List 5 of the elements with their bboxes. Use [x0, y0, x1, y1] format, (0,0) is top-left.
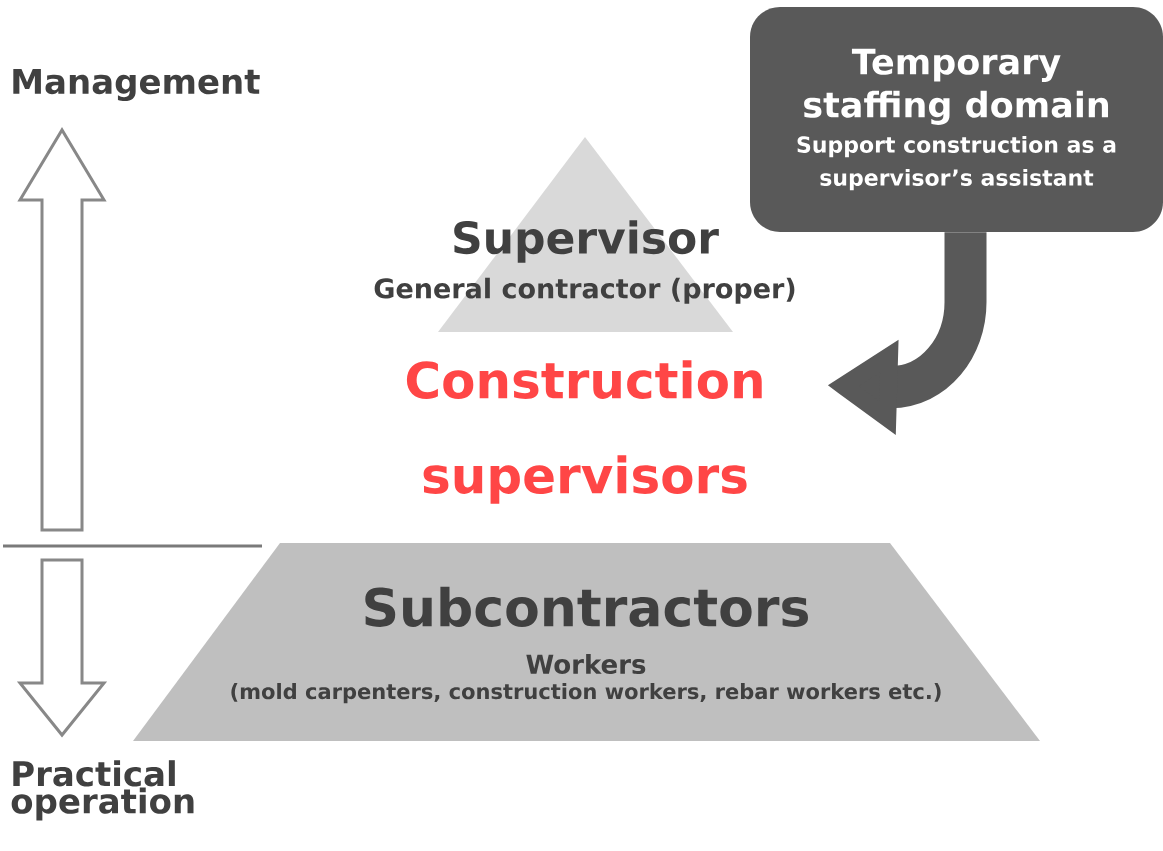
axis-label: Management — [13, 68, 260, 102]
pyramid-base: Subcontractors Workers (mold carpenters, construction workers, rebar workers etc.) — [133, 543, 1040, 741]
callout-box: Temporary staffing domain Support construction as a supervisor’s assistant — [750, 7, 1163, 232]
highlight-text: Construction supervisors — [406, 360, 762, 504]
axis-label: Practical operation — [11, 760, 194, 821]
